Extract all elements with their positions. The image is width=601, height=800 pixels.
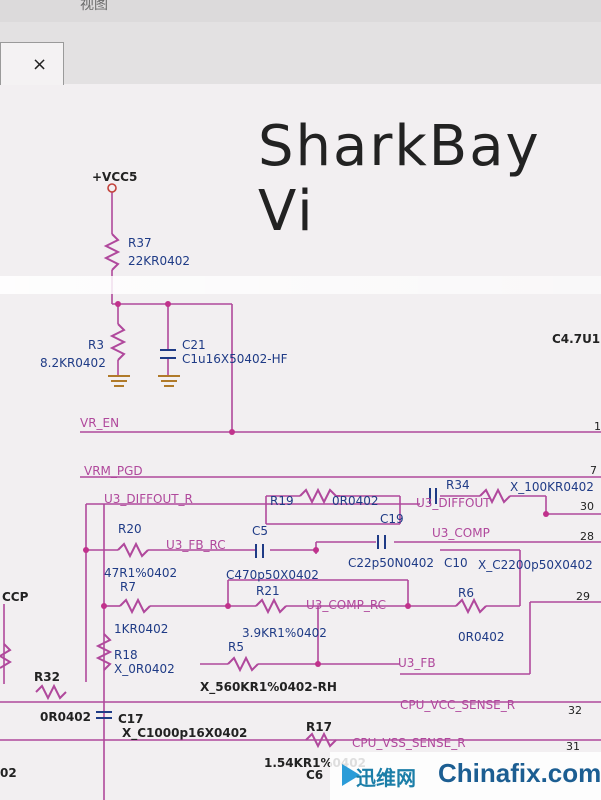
r37-ref: R37 [128, 236, 152, 250]
net-vrm-pgd: VRM_PGD [84, 464, 143, 478]
c17-ref: C17 [118, 712, 144, 726]
net-vr-en: VR_EN [80, 416, 120, 430]
pin-1: 1 [594, 420, 601, 433]
r34-value: X_100KR0402 [510, 480, 594, 494]
net-cpu-vss-sense-r: CPU_VSS_SENSE_R [352, 736, 466, 750]
schematic-wires [0, 183, 601, 800]
pin-32: 32 [568, 704, 582, 717]
r19-ref: R19 [270, 494, 294, 508]
pin-30: 30 [580, 500, 594, 513]
c17-value: X_C1000p16X0402 [122, 726, 248, 740]
r18-value: X_0R0402 [114, 662, 175, 676]
pin-29: 29 [576, 590, 590, 603]
c6-ref: C6 [306, 768, 324, 782]
menu-view[interactable]: 视图 [80, 0, 108, 13]
net-cpu-vcc-sense-r: CPU_VCC_SENSE_R [400, 698, 516, 712]
document-tab[interactable] [0, 42, 64, 85]
c21-value: C1u16X50402-HF [182, 352, 288, 366]
pin-28: 28 [580, 530, 594, 543]
watermark-area [330, 752, 601, 800]
r5-value: X_560KR1%0402-RH [200, 680, 337, 694]
r19-value: 0R0402 [332, 494, 379, 508]
c5-ref: C5 [252, 524, 269, 538]
r7-ref: R7 [120, 580, 136, 594]
c19-ref: C19 [380, 512, 404, 526]
ccp-label: CCP [2, 590, 29, 604]
r37-value: 22KR0402 [128, 254, 191, 268]
net-u3-fb: U3_FB [398, 656, 436, 670]
edge-label-02: 02 [0, 766, 17, 780]
top-menu-strip: 视图 [0, 0, 601, 22]
net-u3-diffout: U3_DIFFOUT [416, 496, 491, 510]
c47-value: C4.7U1 [552, 332, 601, 346]
r7-value: 1KR0402 [114, 622, 169, 636]
net-u3-comp: U3_COMP [432, 526, 490, 540]
r3-value: 8.2KR0402 [40, 356, 106, 370]
c10-value: X_C2200p50X0402 [478, 558, 593, 572]
r18-ref: R18 [114, 648, 138, 662]
r21-value: 3.9KR1%0402 [242, 626, 327, 640]
power-rail-vcc5: +VCC5 [92, 170, 138, 184]
r32-ref: R32 [34, 670, 60, 684]
r6-ref: R6 [458, 586, 474, 600]
screen-glare [0, 276, 601, 294]
c21-ref: C21 [182, 338, 206, 352]
r5-ref: R5 [228, 640, 244, 654]
watermark-en: Chinafix.com [438, 758, 601, 788]
net-u3-diffout-r: U3_DIFFOUT_R [104, 492, 193, 506]
r21-ref: R21 [256, 584, 280, 598]
r20-value: 47R1%0402 [104, 566, 178, 580]
tab-bar [0, 22, 601, 84]
net-u3-comp-rc: U3_COMP_RC [306, 598, 386, 612]
r17-ref: R17 [306, 720, 332, 734]
net-u3-fb-rc: U3_FB_RC [166, 538, 226, 552]
watermark-arrow-icon [342, 764, 360, 786]
watermark-cn: 迅维网 [356, 766, 416, 790]
pin-31: 31 [566, 740, 580, 753]
r34-ref: R34 [446, 478, 470, 492]
pin-7: 7 [590, 464, 597, 477]
r6-value: 0R0402 [458, 630, 505, 644]
c5-value: C470p50X0402 [226, 568, 319, 582]
r32-value: 0R0402 [40, 710, 91, 724]
c19-value: C22p50N0402 [348, 556, 435, 570]
r3-ref: R3 [88, 338, 104, 352]
schematic-canvas[interactable]: SharkBay Vi +VCC5 R37 22KR0402 R3 8.2KR0… [0, 84, 601, 800]
close-icon[interactable]: × [32, 54, 48, 75]
c10-ref: C10 [444, 556, 468, 570]
sheet-title: SharkBay Vi [258, 114, 541, 244]
r20-ref: R20 [118, 522, 142, 536]
